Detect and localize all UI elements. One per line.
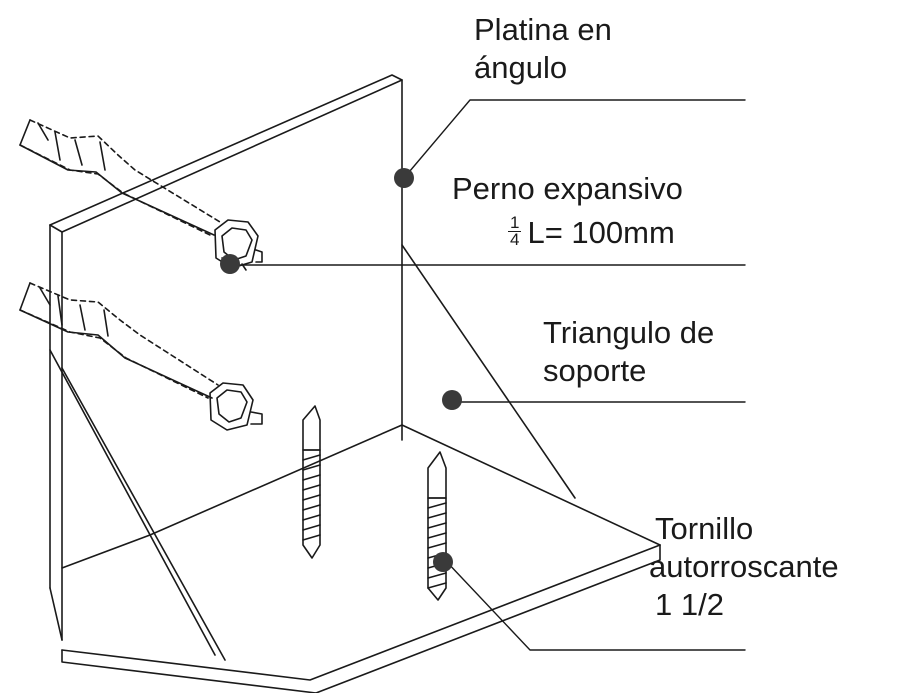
label-support-triangle: Triangulo de soporte (543, 314, 714, 390)
label-angle-plate: Platina en ángulo (474, 11, 612, 87)
label-self-tapping-screw: Tornillo autorroscante 1 1/2 (649, 510, 839, 624)
leader-angle-plate (403, 99, 746, 179)
marker-screw (433, 552, 453, 572)
self-tapping-screw-right (427, 451, 447, 601)
expansion-bolt-upper (19, 119, 263, 271)
label-expansion-bolt: Perno expansivo 1 4 L= 100mm (452, 170, 683, 252)
label-angle-plate-line2: ángulo (474, 50, 568, 85)
label-screw-line2: autorroscante (649, 549, 839, 584)
label-expansion-bolt-line2: 1 4 L= 100mm (452, 214, 683, 252)
label-expansion-bolt-line1: Perno expansivo (452, 171, 683, 206)
label-support-triangle-line1: Triangulo de (543, 315, 715, 350)
support-triangle (49, 244, 576, 661)
fraction-denominator: 4 (510, 230, 520, 250)
label-support-triangle-line2: soporte (543, 353, 647, 388)
leader-screw (444, 559, 746, 651)
fraction: 1 4 (508, 213, 522, 250)
bolt-length: L= 100mm (527, 215, 675, 250)
self-tapping-screw-left (302, 405, 321, 559)
label-angle-plate-line1: Platina en (474, 12, 612, 47)
marker-angle-plate (394, 168, 414, 188)
marker-expansion-bolt (220, 254, 240, 274)
marker-dots (220, 168, 462, 572)
fraction-numerator: 1 (508, 213, 522, 233)
marker-support-triangle (442, 390, 462, 410)
label-screw-line3: 1 1/2 (655, 587, 724, 622)
leader-lines (231, 99, 746, 651)
horizontal-plate (61, 424, 661, 693)
vertical-plate (49, 74, 403, 641)
expansion-bolt-lower (19, 282, 263, 431)
label-screw-line1: Tornillo (655, 511, 754, 546)
